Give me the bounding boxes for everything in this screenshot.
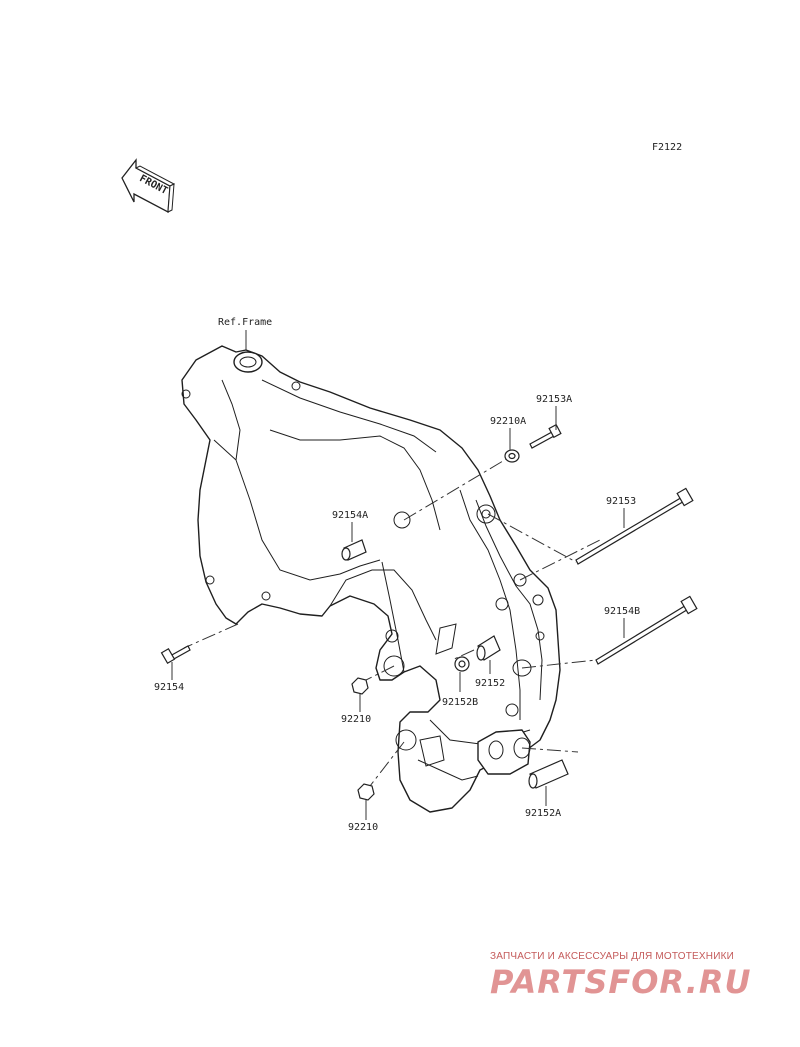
watermark-logo: PARTSFOR.RU — [490, 963, 751, 1001]
label-92154: 92154 — [154, 682, 184, 693]
collar-92154a — [341, 539, 367, 561]
label-92152b: 92152B — [442, 697, 478, 708]
nut-92210-upper — [351, 677, 369, 695]
label-92154a: 92154A — [332, 510, 368, 521]
label-92153: 92153 — [606, 496, 636, 507]
collar-92152a — [528, 759, 569, 789]
label-92154b: 92154B — [604, 606, 640, 617]
label-92152: 92152 — [475, 678, 505, 689]
assembly-lines — [183, 457, 601, 787]
watermark-tagline: ЗАПЧАСТИ И АКСЕССУАРЫ ДЛЯ МОТОТЕХНИКИ — [490, 951, 735, 962]
watermark-brand: PARTSFOR.RU — [490, 963, 751, 1001]
collar-92152 — [476, 635, 501, 661]
nut-92210a — [504, 449, 520, 463]
label-92153a: 92153A — [536, 394, 572, 405]
figure-code: F2122 — [652, 142, 682, 153]
bolt-92154 — [160, 645, 191, 665]
nut-92210-lower — [357, 783, 375, 801]
bolt-92153 — [575, 487, 694, 565]
label-92210-lower: 92210 — [348, 822, 378, 833]
label-92210-upper: 92210 — [341, 714, 371, 725]
collar-92152b — [454, 656, 470, 672]
label-92152a: 92152A — [525, 808, 561, 819]
ref-frame-label: Ref.Frame — [218, 317, 272, 328]
bolt-92153a — [529, 423, 562, 449]
label-92210a: 92210A — [490, 416, 526, 427]
bolt-92154b — [595, 595, 698, 665]
frame-drawing — [181, 345, 561, 813]
front-arrow-icon: FRONT — [121, 158, 176, 214]
